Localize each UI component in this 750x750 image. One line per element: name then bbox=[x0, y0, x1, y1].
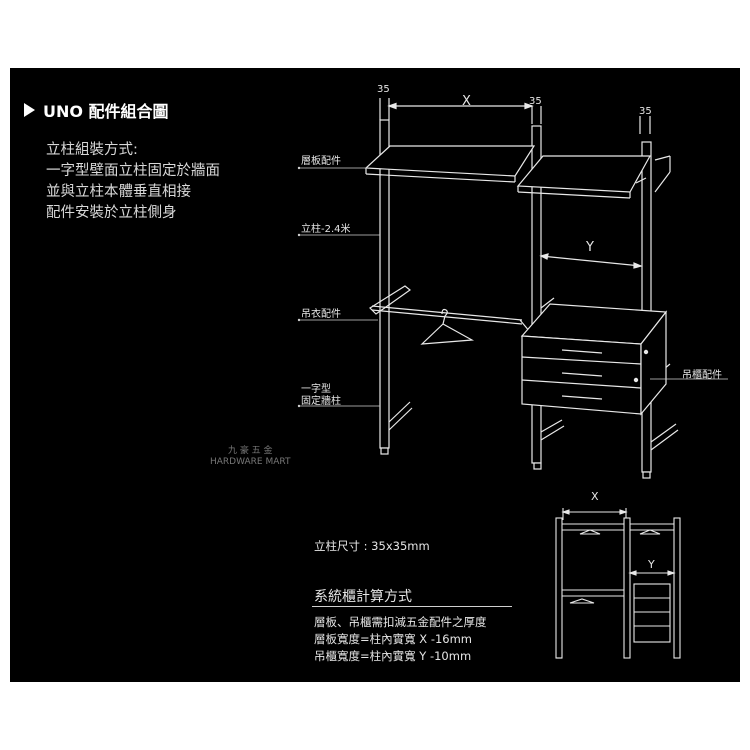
label-hanger-accessory: 吊衣配件 bbox=[301, 309, 341, 320]
top-dimension-lines bbox=[379, 98, 651, 134]
small-dimension-y: Y bbox=[648, 558, 655, 571]
diagram-panel: UNO 配件組合圖 立柱組裝方式: 一字型壁面立柱固定於牆面 並與立柱本體垂直相… bbox=[10, 68, 740, 682]
small-layout-diagram bbox=[555, 508, 681, 659]
assembly-drawing bbox=[297, 98, 728, 659]
calculation-title: 系統櫃計算方式 bbox=[314, 589, 412, 605]
instruction-line: 一字型壁面立柱固定於牆面 bbox=[46, 163, 220, 179]
post-left bbox=[379, 119, 390, 455]
watermark: 九 豪 五 金 HARDWARE MART bbox=[210, 446, 291, 468]
label-cabinet-accessory: 吊櫃配件 bbox=[682, 370, 722, 381]
watermark-line2: HARDWARE MART bbox=[210, 457, 291, 467]
calculation-line: 吊櫃寬度=柱內實寬 Y -10mm bbox=[314, 649, 472, 663]
install-instructions: 立柱組裝方式: 一字型壁面立柱固定於牆面 並與立柱本體垂直相接 配件安裝於立柱側… bbox=[46, 140, 220, 224]
calculation-line: 層板、吊櫃需扣減五金配件之厚度 bbox=[314, 615, 487, 629]
dimension-x: X bbox=[462, 94, 471, 109]
small-dimension-x: X bbox=[591, 490, 599, 503]
label-leader-lines bbox=[300, 167, 728, 407]
watermark-line1: 九 豪 五 金 bbox=[227, 446, 273, 456]
leader-dots bbox=[297, 166, 301, 408]
calculation-line: 層板寬度=柱內實寬 X -16mm bbox=[314, 632, 473, 646]
coat-hanger bbox=[420, 308, 475, 345]
page-title: UNO 配件組合圖 bbox=[24, 98, 169, 122]
y-dimension-line bbox=[539, 253, 643, 269]
calculation-divider bbox=[312, 606, 512, 607]
post-size-spec: 立柱尺寸 : 35x35mm bbox=[314, 539, 430, 553]
shelf-right bbox=[516, 155, 671, 199]
dimension-35-left: 35 bbox=[377, 84, 390, 95]
instruction-line: 立柱組裝方式: bbox=[46, 142, 138, 158]
calculation-rules: 層板、吊櫃需扣減五金配件之厚度 層板寬度=柱內實寬 X -16mm 吊櫃寬度=柱… bbox=[314, 614, 487, 665]
dimension-y: Y bbox=[586, 240, 594, 255]
label-shelf-accessory: 層板配件 bbox=[301, 156, 341, 167]
dimension-35-middle: 35 bbox=[529, 96, 542, 107]
dimension-35-right: 35 bbox=[639, 106, 652, 117]
shelf-left bbox=[364, 145, 536, 183]
label-wall-post-line1: 一字型 bbox=[301, 384, 331, 395]
hanging-cabinet bbox=[520, 303, 668, 416]
instruction-line: 並與立柱本體垂直相接 bbox=[46, 184, 191, 200]
label-wall-post-line2: 固定牆柱 bbox=[301, 396, 341, 407]
label-post: 立柱-2.4米 bbox=[301, 224, 351, 235]
play-triangle-icon bbox=[24, 103, 35, 117]
post-right bbox=[641, 141, 652, 479]
title-text: UNO 配件組合圖 bbox=[43, 102, 169, 121]
post-middle bbox=[531, 125, 542, 470]
hanging-rod bbox=[369, 285, 531, 333]
instruction-line: 配件安裝於立柱側身 bbox=[46, 205, 177, 221]
